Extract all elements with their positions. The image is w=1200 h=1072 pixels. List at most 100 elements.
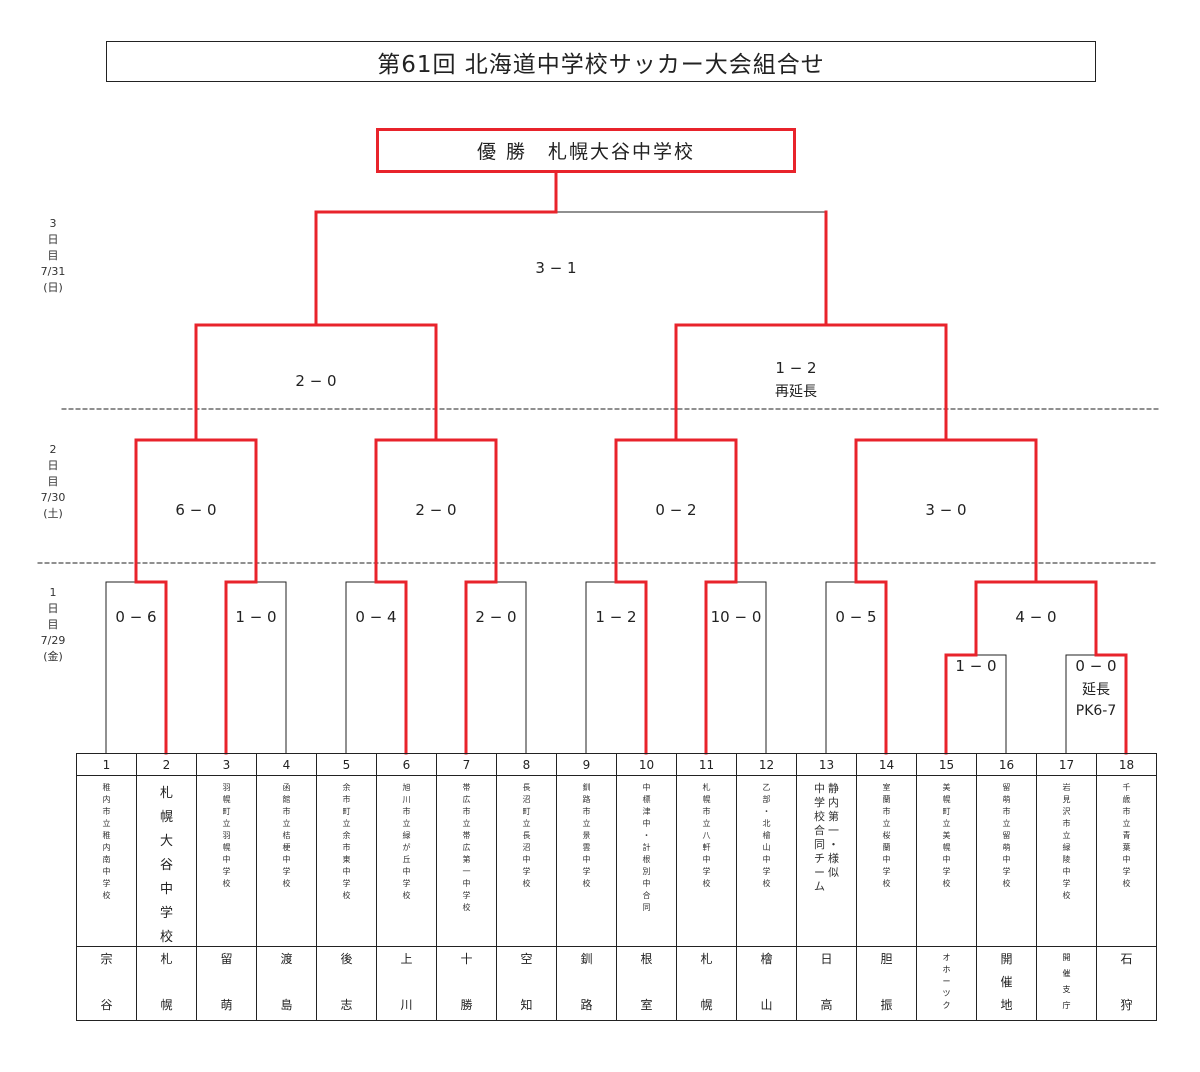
score-final: 3 − 1 bbox=[535, 259, 577, 277]
winner-path-10 bbox=[614, 438, 678, 755]
team-region: 後 bbox=[340, 952, 353, 966]
team-region: 島 bbox=[280, 998, 293, 1012]
team-region-row: 宗谷札幌留萌渡島後志上川十勝空知釧路根室札幌檜山日高胆振オホーツク開催地開催支庁… bbox=[76, 946, 1157, 1021]
team-name: 長沼町立長沼中学校 bbox=[522, 783, 531, 888]
score-r1-17-18-value: 0 − 0 bbox=[1075, 657, 1117, 675]
team-region: 札 bbox=[160, 952, 173, 966]
team-region: 川 bbox=[400, 998, 413, 1012]
team-region: 室 bbox=[640, 998, 653, 1012]
team-region: 山 bbox=[760, 998, 773, 1012]
team-name: 羽幌町立羽幌中学校 bbox=[222, 783, 231, 888]
team-region: 地 bbox=[1000, 998, 1013, 1012]
team-region-cell: 札幌 bbox=[676, 946, 737, 1021]
team-number: 10 bbox=[616, 753, 677, 776]
score-sf-b-note: 再延長 bbox=[775, 384, 817, 400]
team-region-cell: 札幌 bbox=[136, 946, 197, 1021]
team-region-cell: 空知 bbox=[496, 946, 557, 1021]
winner-path-11 bbox=[674, 210, 828, 755]
team-name-cell: 美幌町立美幌中学校 bbox=[916, 775, 977, 947]
team-number: 14 bbox=[856, 753, 917, 776]
team-name-cell: 留萌市立留萌中学校 bbox=[976, 775, 1037, 947]
score-qf-a: 6 − 0 bbox=[175, 501, 217, 519]
team-region: 高 bbox=[820, 998, 833, 1012]
page-title: 第61回 北海道中学校サッカー大会組合せ bbox=[106, 41, 1096, 82]
score-sf-a: 2 − 0 bbox=[295, 372, 337, 390]
team-name: 留萌市立留萌中学校 bbox=[1002, 783, 1011, 888]
team-name: 余市町立余市東中学校 bbox=[342, 783, 351, 900]
team-region: 萌 bbox=[220, 998, 233, 1012]
team-number: 8 bbox=[496, 753, 557, 776]
team-region: 支 bbox=[1062, 985, 1071, 994]
team-name-cell: 余市町立余市東中学校 bbox=[316, 775, 377, 947]
team-region-cell: 上川 bbox=[376, 946, 437, 1021]
team-number: 12 bbox=[736, 753, 797, 776]
team-number: 7 bbox=[436, 753, 497, 776]
team-name-cell: 釧路市立景雲中学校 bbox=[556, 775, 617, 947]
team-name: 札幌大谷中学校 bbox=[159, 786, 173, 945]
team-name: 帯広市立帯広第一中学校 bbox=[462, 783, 471, 912]
team-name-cell: 稚内市立稚内南中学校 bbox=[76, 775, 137, 947]
team-region: 根 bbox=[640, 952, 653, 966]
winner-path-15 bbox=[944, 438, 1038, 755]
team-region: 幌 bbox=[700, 998, 713, 1012]
team-name-cell: 岩見沢市立緑陵中学校 bbox=[1036, 775, 1097, 947]
team-name: 中学校合同チーム bbox=[814, 782, 825, 893]
team-region: 勝 bbox=[460, 998, 473, 1012]
team-region: 開 bbox=[1062, 953, 1071, 962]
winner-path-2 bbox=[134, 171, 558, 755]
team-region-cell: 根室 bbox=[616, 946, 677, 1021]
winner-path-6 bbox=[314, 323, 438, 755]
team-name-cell: 羽幌町立羽幌中学校 bbox=[196, 775, 257, 947]
score-qf-d: 3 − 0 bbox=[925, 501, 967, 519]
score-r1-3-4: 1 − 0 bbox=[235, 608, 277, 626]
team-name: 函館市立桔梗中学校 bbox=[282, 783, 291, 888]
winner-path-18 bbox=[1034, 580, 1128, 755]
score-r1-15-16: 1 − 0 bbox=[955, 657, 997, 675]
score-r1-5-6: 0 − 4 bbox=[355, 608, 397, 626]
team-name: 乙部・北檜山中学校 bbox=[762, 783, 771, 888]
team-region: 留 bbox=[220, 952, 233, 966]
team-region-cell: 十勝 bbox=[436, 946, 497, 1021]
team-name: 札幌市立八軒中学校 bbox=[702, 783, 711, 888]
team-name: 稚内市立稚内南中学校 bbox=[102, 783, 111, 900]
team-number: 18 bbox=[1096, 753, 1157, 776]
team-name-cell: 千歳市立青葉中学校 bbox=[1096, 775, 1157, 947]
team-name-cell: 帯広市立帯広第一中学校 bbox=[436, 775, 497, 947]
team-region: 狩 bbox=[1120, 998, 1133, 1012]
winner-path-3 bbox=[194, 438, 258, 755]
team-name: 中標津中・計根別中合同 bbox=[642, 783, 651, 912]
team-number: 5 bbox=[316, 753, 377, 776]
team-name-cell: 函館市立桔梗中学校 bbox=[256, 775, 317, 947]
score-r1b: 4 − 0 bbox=[1015, 608, 1057, 626]
team-number: 11 bbox=[676, 753, 737, 776]
team-number: 3 bbox=[196, 753, 257, 776]
team-region-cell: 後志 bbox=[316, 946, 377, 1021]
score-r1-1-2: 0 − 6 bbox=[115, 608, 157, 626]
team-number: 13 bbox=[796, 753, 857, 776]
team-number: 2 bbox=[136, 753, 197, 776]
team-number: 17 bbox=[1036, 753, 1097, 776]
team-name-row: 稚内市立稚内南中学校 札幌大谷中学校 羽幌町立羽幌中学校 函館市立桔梗中学校 余市町立余… bbox=[76, 775, 1157, 947]
champion-box: 優 勝 札幌大谷中学校 bbox=[376, 128, 796, 173]
score-qf-c: 0 − 2 bbox=[655, 501, 697, 519]
team-region-cell: 日高 bbox=[796, 946, 857, 1021]
team-name-cell: 室蘭市立桜蘭中学校 bbox=[856, 775, 917, 947]
team-name: 室蘭市立桜蘭中学校 bbox=[882, 783, 891, 888]
team-region: 催 bbox=[1000, 975, 1013, 989]
team-region: 志 bbox=[340, 998, 353, 1012]
team-region: 渡 bbox=[280, 952, 293, 966]
winner-path-7 bbox=[434, 438, 498, 755]
team-region: 催 bbox=[1062, 969, 1071, 978]
team-region: オホーツク bbox=[942, 953, 951, 1010]
score-qf-b: 2 − 0 bbox=[415, 501, 457, 519]
team-number: 1 bbox=[76, 753, 137, 776]
team-region: 空 bbox=[520, 952, 533, 966]
score-r1-17-18-note2: PK6-7 bbox=[1075, 703, 1117, 719]
score-r1-17-18-note1: 延長 bbox=[1082, 682, 1110, 698]
score-r1-11-12: 10 − 0 bbox=[710, 608, 762, 626]
team-region-cell: オホーツク bbox=[916, 946, 977, 1021]
team-region-cell: 釧路 bbox=[556, 946, 617, 1021]
